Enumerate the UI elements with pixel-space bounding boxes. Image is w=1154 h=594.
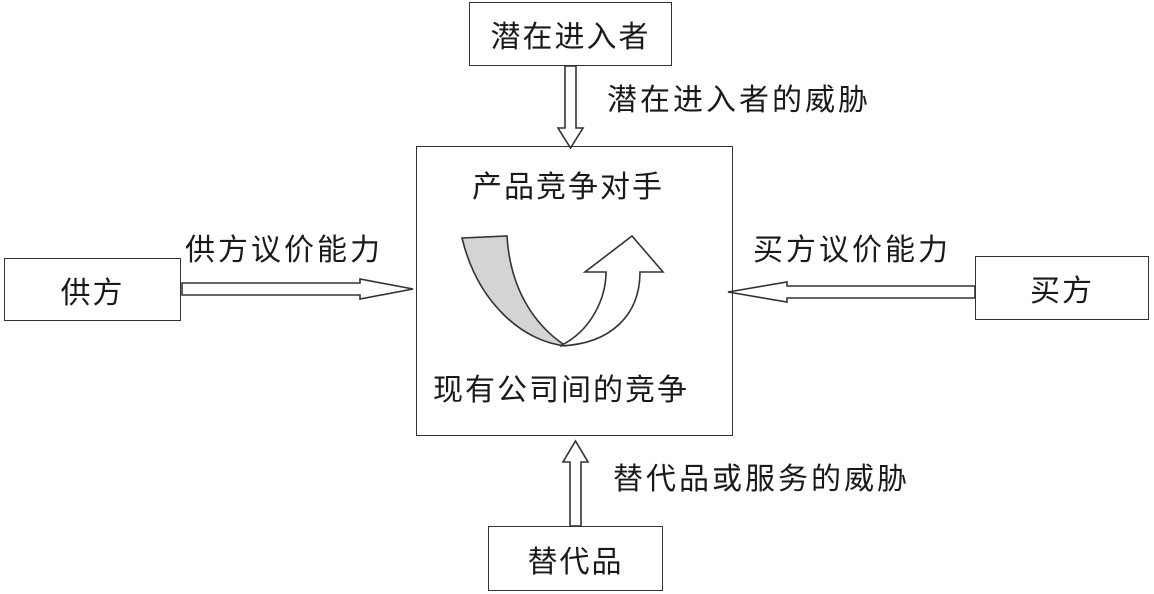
supplier-arrow bbox=[181, 278, 414, 300]
entrant-threat-label: 潜在进入者的威胁 bbox=[607, 83, 871, 118]
buyers-box: 买方 bbox=[975, 256, 1149, 320]
entrant-arrow bbox=[556, 65, 585, 150]
existing-rivalry-label: 现有公司间的竞争 bbox=[433, 373, 689, 408]
potential-entrants-box: 潜在进入者 bbox=[469, 2, 672, 66]
product-competitors-label: 产品竞争对手 bbox=[472, 170, 664, 205]
rivalry-curve-icon bbox=[460, 234, 665, 347]
buyer-power-label: 买方议价能力 bbox=[753, 233, 951, 268]
buyers-label: 买方 bbox=[1030, 274, 1094, 309]
supplier-power-label: 供方议价能力 bbox=[185, 233, 383, 268]
buyer-arrow bbox=[727, 281, 976, 303]
substitutes-box: 替代品 bbox=[488, 526, 663, 591]
substitutes-label: 替代品 bbox=[527, 544, 624, 580]
suppliers-box: 供方 bbox=[4, 258, 181, 321]
substitute-threat-label: 替代品或服务的威胁 bbox=[613, 462, 910, 497]
potential-entrants-label: 潜在进入者 bbox=[490, 20, 651, 55]
substitute-arrow bbox=[561, 439, 590, 527]
suppliers-label: 供方 bbox=[60, 275, 125, 311]
industry-rivalry-box bbox=[416, 146, 733, 436]
